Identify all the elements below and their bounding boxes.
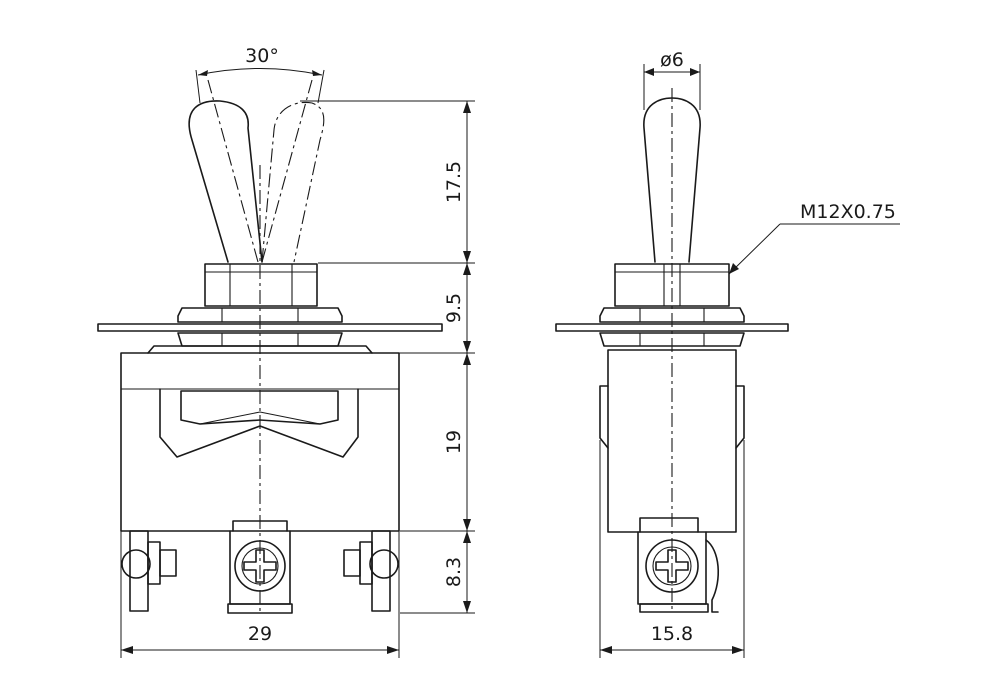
dim-terminal-height: 8.3 [443,557,465,587]
front-bushing [204,263,318,307]
side-terminal [637,517,720,613]
side-view [555,88,789,613]
front-hex-nut [177,307,343,323]
side-dimensions: ø6 M12X0.75 15.8 [599,49,900,658]
front-mounting-plate [97,323,443,332]
side-mounting-plate [555,323,789,332]
front-body [120,352,400,532]
front-lever-alt [261,101,325,263]
dim-body-height: 19 [443,430,465,454]
angle-arc [197,68,323,76]
dim-lever-height: 17.5 [443,161,465,203]
dim-bushing-height: 9.5 [443,293,465,323]
angle-label: 30° [245,45,279,67]
side-body [607,349,737,533]
dim-body-width: 29 [248,623,272,645]
side-hex-nut [599,307,745,323]
front-lever-alt-axis [261,79,313,263]
front-terminal-right [343,530,399,612]
front-dimensions: 30° 17.5 9.5 19 8.3 29 [120,45,475,658]
front-terminal-center [227,520,293,614]
dim-lever-diameter: ø6 [660,49,684,71]
side-lower-nut [599,332,745,347]
dim-side-width: 15.8 [651,623,693,645]
front-rocker-window [159,388,359,458]
front-view [97,79,443,615]
dim-thread: M12X0.75 [800,201,896,223]
front-terminal-left [121,530,177,612]
front-lever [188,100,263,263]
thread-leader [728,223,781,275]
front-lever-axis [207,79,259,263]
side-bushing [614,263,730,307]
